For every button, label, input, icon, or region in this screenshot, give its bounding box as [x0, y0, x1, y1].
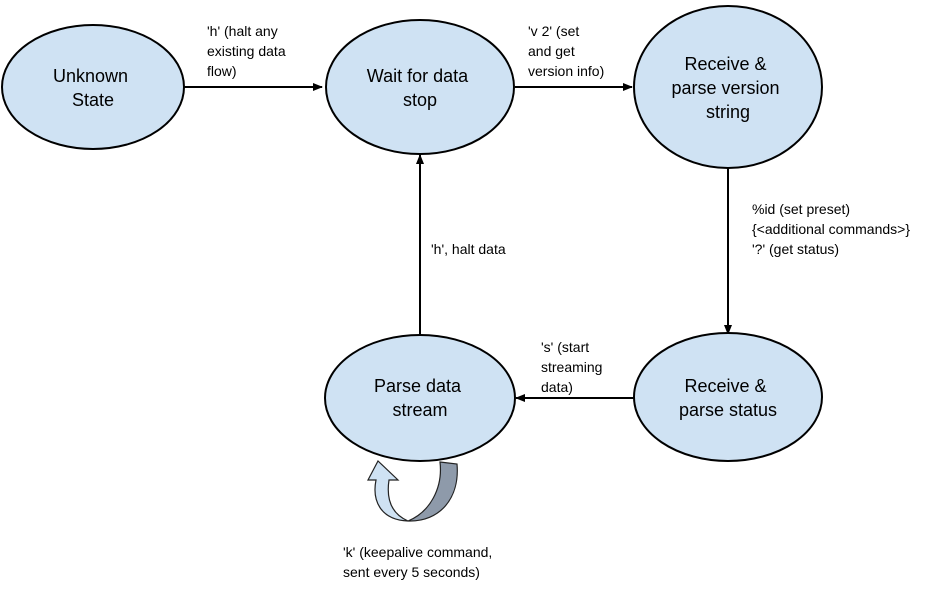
state-status-line-1: Receive & — [684, 376, 766, 396]
state-parse-label: Parse data stream — [374, 376, 466, 420]
edge-version-to-status-line-1: %id (set preset) — [752, 201, 850, 217]
state-version-line-2: parse version — [671, 78, 779, 98]
state-parse: Parse data stream — [324, 334, 516, 462]
state-version-label: Receive & parse version string — [671, 54, 784, 122]
edge-wait-to-version-line-2: and get — [528, 43, 575, 59]
state-wait-label: Wait for data stop — [367, 66, 473, 110]
state-wait: Wait for data stop — [325, 19, 515, 155]
edge-parse-to-wait-label: 'h', halt data — [431, 241, 506, 257]
edge-status-to-parse-label: 's' (start streaming data) — [541, 339, 606, 395]
edge-unknown-to-wait-line-1: 'h' (halt any — [207, 23, 278, 39]
edge-wait-to-version-line-3: version info) — [528, 63, 604, 79]
state-status-line-2: parse status — [679, 400, 777, 420]
state-unknown-label: Unknown State — [53, 66, 133, 110]
edge-status-to-parse-line-3: data) — [541, 379, 573, 395]
edge-parse-loop-label: 'k' (keepalive command, sent every 5 sec… — [343, 544, 496, 580]
state-unknown-line-1: Unknown — [53, 66, 128, 86]
state-parse-line-2: stream — [392, 400, 447, 420]
edge-version-to-status-line-3: '?' (get status) — [752, 241, 839, 257]
state-status-label: Receive & parse status — [679, 376, 777, 420]
state-wait-line-2: stop — [403, 90, 437, 110]
loop-arrow-left-band — [367, 460, 409, 522]
state-unknown-line-2: State — [72, 90, 114, 110]
edge-unknown-to-wait-label: 'h' (halt any existing data flow) — [207, 23, 290, 79]
edge-parse-to-wait-line-1: 'h', halt data — [431, 241, 506, 257]
keepalive-loop-arrow — [367, 460, 458, 522]
edge-parse-loop-line-2: sent every 5 seconds) — [343, 564, 480, 580]
edge-status-to-parse-line-1: 's' (start — [541, 339, 589, 355]
edge-parse-loop-line-1: 'k' (keepalive command, — [343, 544, 492, 560]
state-wait-line-1: Wait for data — [367, 66, 469, 86]
state-unknown: Unknown State — [1, 24, 185, 150]
state-parse-line-1: Parse data — [374, 376, 462, 396]
edge-unknown-to-wait-line-3: flow) — [207, 63, 237, 79]
edge-wait-to-version-line-1: 'v 2' (set — [528, 23, 579, 39]
edge-status-to-parse-line-2: streaming — [541, 359, 602, 375]
state-version: Receive & parse version string — [633, 5, 823, 169]
edge-version-to-status-label: %id (set preset) {<additional commands>}… — [752, 201, 914, 257]
loop-arrow-right-band — [407, 461, 458, 522]
state-version-line-3: string — [706, 102, 750, 122]
edge-version-to-status-line-2: {<additional commands>} — [752, 221, 910, 237]
edge-wait-to-version-label: 'v 2' (set and get version info) — [528, 23, 604, 79]
edge-unknown-to-wait-line-2: existing data — [207, 43, 286, 59]
state-status: Receive & parse status — [633, 332, 823, 462]
state-version-line-1: Receive & — [684, 54, 766, 74]
